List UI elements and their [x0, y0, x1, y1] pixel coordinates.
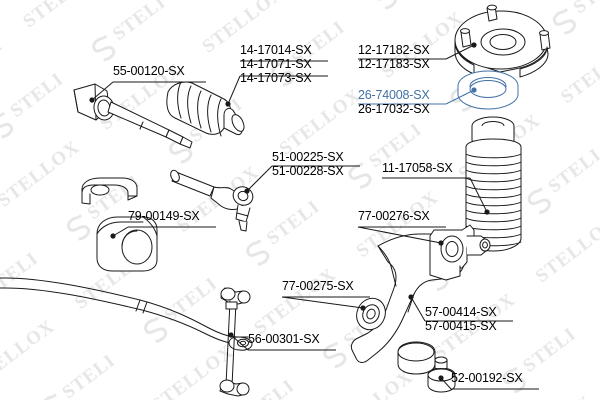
part-code-12-17182: 12-17182-SX — [358, 43, 430, 57]
label-outer-tie-rod-end[interactable]: 51-00225-SX 51-00228-SX — [272, 150, 344, 178]
label-stabilizer-link[interactable]: 56-00301-SX — [248, 332, 320, 346]
label-stabilizer-bushing[interactable]: 79-00149-SX — [128, 209, 200, 223]
label-ball-joint[interactable]: 52-00192-SX — [451, 371, 523, 385]
label-steering-rack-boot[interactable]: 14-17014-SX 14-17071-SX 14-17073-SX — [240, 43, 312, 85]
part-code-14-17014: 14-17014-SX — [240, 43, 312, 57]
part-code-77-00275: 77-00275-SX — [282, 279, 354, 293]
part-code-26-74008: 26-74008-SX — [358, 88, 430, 102]
part-code-26-17032: 26-17032-SX — [358, 102, 430, 116]
part-code-14-17071: 14-17071-SX — [240, 57, 312, 71]
part-code-55-00120: 55-00120-SX — [113, 64, 185, 78]
label-control-arm-rear-bushing[interactable]: 77-00276-SX — [358, 209, 430, 223]
part-code-51-00228: 51-00228-SX — [272, 164, 344, 178]
label-control-arm-front-bushing[interactable]: 77-00275-SX — [282, 279, 354, 293]
label-control-arm[interactable]: 57-00414-SX 57-00415-SX — [425, 305, 497, 333]
label-inner-tie-rod[interactable]: 55-00120-SX — [113, 64, 185, 78]
part-code-14-17073: 14-17073-SX — [240, 71, 312, 85]
label-strut-dust-boot[interactable]: 11-17058-SX — [382, 161, 453, 175]
part-code-52-00192: 52-00192-SX — [451, 371, 523, 385]
part-code-79-00149: 79-00149-SX — [128, 209, 200, 223]
part-code-57-00414: 57-00414-SX — [425, 305, 497, 319]
part-code-77-00276: 77-00276-SX — [358, 209, 430, 223]
label-strut-bearing[interactable]: 26-74008-SX 26-17032-SX — [358, 88, 430, 116]
part-code-57-00415: 57-00415-SX — [425, 319, 497, 333]
label-strut-mount[interactable]: 12-17182-SX 12-17183-SX — [358, 43, 430, 71]
part-code-51-00225: 51-00225-SX — [272, 150, 344, 164]
part-code-56-00301: 56-00301-SX — [248, 332, 320, 346]
part-code-11-17058: 11-17058-SX — [382, 161, 453, 175]
part-code-12-17183: 12-17183-SX — [358, 57, 430, 71]
